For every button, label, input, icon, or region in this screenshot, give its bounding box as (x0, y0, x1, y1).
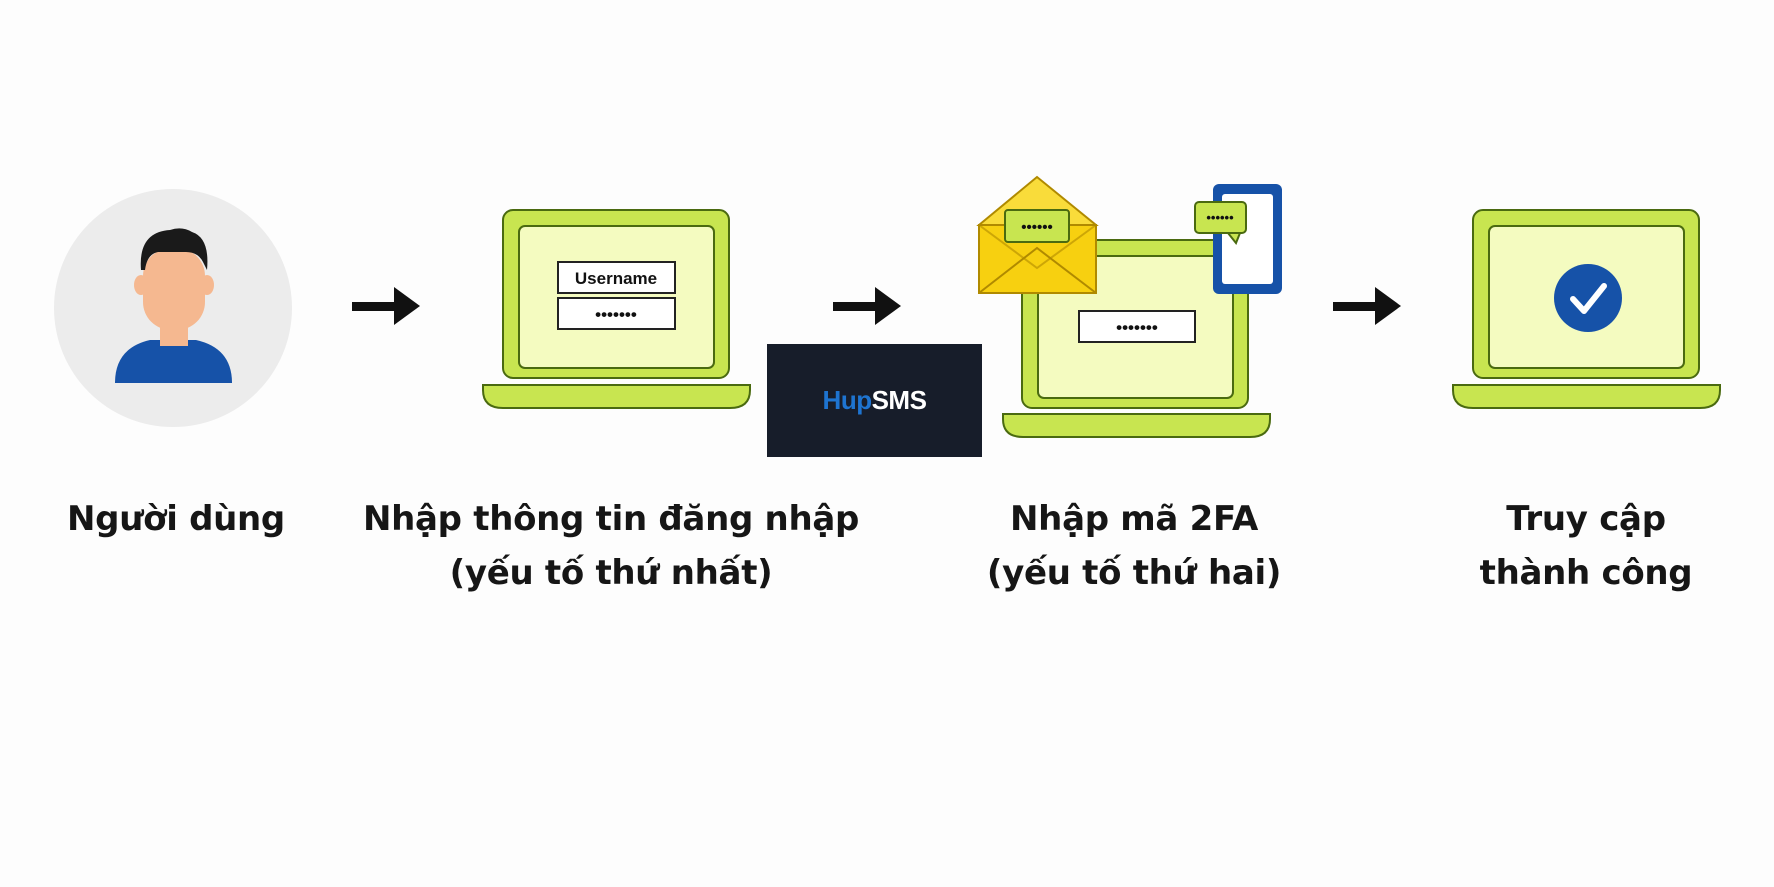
step-label-line: Truy cập (1506, 499, 1666, 539)
step-label-line: (yếu tố thứ nhất) (449, 553, 773, 593)
brand-name-part1: Hup (822, 385, 873, 415)
twofa-step-icon: ••••••• •••••• •••••• (976, 175, 1282, 438)
step-label-credentials: Nhập thông tin đăng nhập (yếu tố thứ nhấ… (363, 492, 859, 600)
step-label-success: Truy cập thành công (1480, 492, 1693, 600)
user-icon (115, 228, 232, 383)
email-code: •••••• (1021, 219, 1053, 236)
check-icon (1554, 264, 1622, 332)
step-label-twofa: Nhập mã 2FA (yếu tố thứ hai) (986, 492, 1282, 600)
step-label-line: thành công (1479, 553, 1693, 593)
phone-icon (1213, 184, 1282, 294)
step-label-line: Nhập thông tin đăng nhập (362, 499, 860, 539)
step-label-user: Người dùng (67, 492, 285, 546)
envelope-icon: •••••• (976, 175, 1099, 294)
step-label-line: Người dùng (67, 499, 285, 539)
username-field: Username (575, 269, 657, 288)
twofa-code-field: ••••••• (1116, 318, 1158, 337)
sms-bubble-icon: •••••• (1194, 201, 1247, 245)
arrow-right-icon (352, 287, 420, 325)
laptop-icon (1452, 209, 1721, 409)
laptop-icon: Username ••••••• (482, 209, 751, 409)
user-step-icon (54, 189, 292, 427)
step-label-line: (yếu tố thứ hai) (986, 553, 1282, 593)
step-label-line: Nhập mã 2FA (1010, 499, 1258, 539)
arrow-right-icon (833, 287, 901, 325)
sms-code: •••••• (1206, 210, 1234, 225)
password-field: ••••••• (595, 305, 637, 324)
brand-name-part2: SMS (871, 385, 927, 415)
arrow-right-icon (1333, 287, 1401, 325)
